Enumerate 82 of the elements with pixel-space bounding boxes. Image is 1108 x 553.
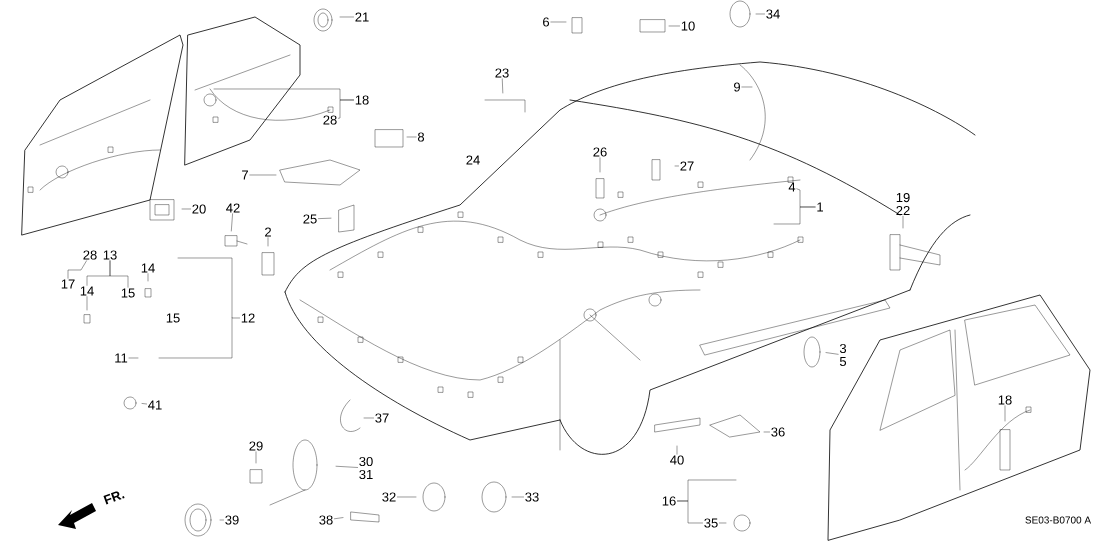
leader-line bbox=[128, 357, 139, 359]
callout-number: 9 bbox=[734, 82, 740, 92]
leader-line bbox=[755, 13, 765, 15]
callout-number: 30 31 bbox=[359, 456, 373, 480]
leader-line bbox=[741, 86, 753, 88]
leader-line bbox=[406, 136, 417, 138]
callout-number: 19 22 bbox=[896, 192, 910, 216]
callout-number: 17 bbox=[61, 279, 75, 289]
callout-number: 15 bbox=[166, 313, 180, 323]
leader-line bbox=[67, 260, 87, 279]
callout-number: 7 bbox=[242, 170, 248, 180]
leader-line bbox=[339, 16, 354, 18]
leader-line bbox=[363, 417, 374, 419]
callout-number: 24 bbox=[466, 155, 480, 165]
leader-line bbox=[158, 257, 240, 359]
leader-line bbox=[147, 273, 149, 282]
callout-number: 1 bbox=[817, 202, 823, 212]
leader-line bbox=[599, 157, 601, 173]
leader-line bbox=[109, 260, 129, 288]
leader-line bbox=[141, 403, 147, 405]
callout-number: 42 bbox=[226, 203, 240, 213]
callout-number: 8 bbox=[417, 132, 425, 142]
leader-line bbox=[267, 237, 269, 247]
direction-label: FR. bbox=[103, 491, 125, 505]
callout-number: 6 bbox=[543, 17, 550, 27]
callout-number: 3 5 bbox=[839, 343, 847, 367]
callout-number: 28 bbox=[83, 250, 97, 260]
leader-line bbox=[550, 21, 567, 23]
callout-number: 36 bbox=[771, 427, 785, 437]
leader-line bbox=[335, 466, 358, 468]
callout-number: 14 bbox=[80, 286, 94, 296]
leader-line bbox=[231, 213, 233, 232]
callout-number: 12 bbox=[241, 313, 255, 323]
callout-number: 18 bbox=[998, 395, 1012, 405]
callout-number: 28 bbox=[323, 115, 337, 125]
leader-line bbox=[676, 445, 678, 455]
callout-number: 33 bbox=[525, 492, 539, 502]
callout-number: 13 bbox=[103, 250, 117, 260]
callout-number: 11 bbox=[115, 353, 128, 363]
callout-number: 23 bbox=[495, 68, 509, 78]
callout-number: 2 bbox=[265, 227, 271, 237]
leader-line bbox=[1004, 405, 1006, 422]
callout-number: 18 bbox=[355, 95, 369, 105]
callout-number: 26 bbox=[593, 147, 607, 157]
callout-number: 21 bbox=[355, 12, 369, 22]
callout-number: 40 bbox=[670, 455, 684, 465]
callout-number: 27 bbox=[680, 161, 694, 171]
callout-number: 37 bbox=[375, 413, 389, 423]
leader-line bbox=[249, 174, 277, 176]
callout-number: 14 bbox=[141, 263, 155, 273]
leader-line bbox=[502, 78, 504, 94]
leader-line bbox=[338, 99, 354, 119]
leader-line bbox=[825, 352, 839, 355]
leader-line bbox=[796, 188, 816, 208]
callout-number: 38 bbox=[319, 515, 333, 525]
callout-number: 34 bbox=[766, 9, 780, 19]
leader-line bbox=[86, 296, 88, 311]
callout-number: 39 bbox=[225, 515, 239, 525]
leader-line bbox=[318, 217, 332, 219]
leader-line bbox=[255, 451, 257, 464]
callout-number: 29 bbox=[249, 441, 263, 451]
diagram-code: SE03-B0700 A bbox=[1025, 516, 1092, 524]
callout-number: 35 bbox=[704, 518, 718, 528]
leader-line bbox=[719, 522, 727, 524]
callout-number: 16 bbox=[662, 496, 676, 506]
leader-line bbox=[511, 496, 524, 498]
leader-line bbox=[763, 431, 770, 433]
callout-number: 20 bbox=[192, 204, 206, 214]
leader-line bbox=[674, 165, 679, 167]
leader-line bbox=[219, 519, 224, 521]
callout-number: 10 bbox=[681, 21, 695, 31]
leader-line bbox=[668, 25, 680, 27]
leader-line bbox=[397, 496, 417, 498]
leader-line bbox=[181, 208, 191, 210]
leader-line bbox=[902, 216, 904, 229]
leader-line bbox=[677, 500, 703, 524]
leader-line bbox=[334, 517, 344, 519]
callout-number: 15 bbox=[121, 288, 135, 298]
callout-number: 25 bbox=[303, 214, 317, 224]
callout-number: 32 bbox=[382, 492, 396, 502]
callout-number: 4 bbox=[788, 182, 796, 192]
callout-number: 41 bbox=[148, 400, 162, 410]
